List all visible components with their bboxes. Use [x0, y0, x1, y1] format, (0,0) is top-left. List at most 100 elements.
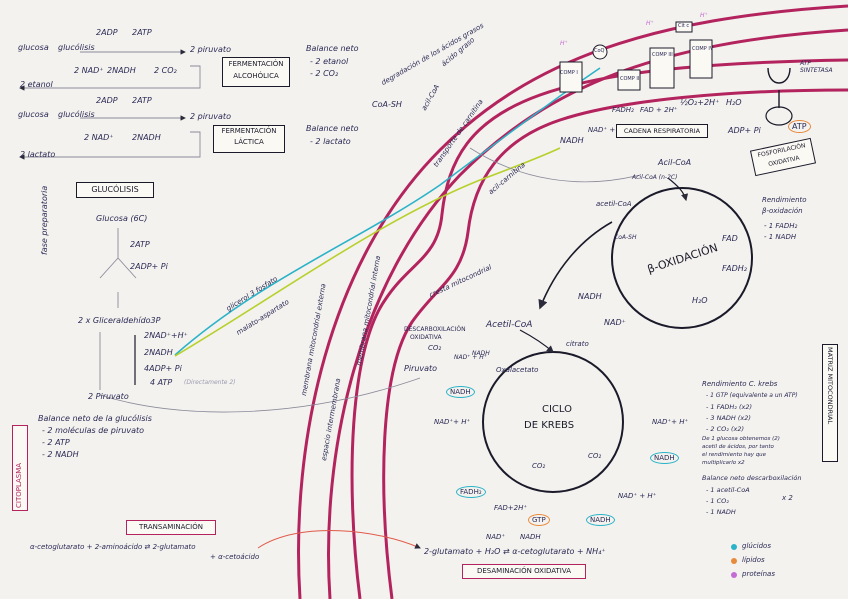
matrix-text: MATRIZ MITOCONDRIAL: [826, 347, 834, 425]
krebs-balance-2: - 1 CO₂: [706, 497, 729, 505]
glycolysis-g3p: 2 x Gliceraldehído3P: [78, 316, 161, 325]
krebs-yield-note-1: De 1 glucosa obtenemos (2): [702, 436, 780, 442]
beta-h2o: H₂O: [692, 296, 708, 305]
transamination-reaction-2: + α-cetoácido: [210, 553, 260, 561]
beta-fadh2: FADH₂: [722, 264, 747, 273]
beta-title: β-OXIDACIÓN: [645, 241, 720, 276]
intermembrane-label: espacio intermembrana: [320, 377, 343, 462]
glycolysis-adp: 2ADP+ Pi: [130, 262, 168, 271]
beta-to-acetyl-arrow: [538, 221, 613, 310]
ferm-lac-atp: 2ATP: [132, 96, 152, 105]
lipid-deg-label: degradación de los ácidos grasos: [380, 21, 486, 87]
krebs-balance-title: Balance neto descarboxilación: [702, 474, 802, 482]
ferm-alc-nadh: 2NADH: [107, 66, 136, 75]
krebs-co2: CO₂: [428, 344, 442, 352]
beta-acylcoa: Acil-CoA: [658, 158, 692, 167]
outer-membrane-label: membrana mitocondrial externa: [300, 283, 328, 397]
ferm-alc-return: [19, 65, 201, 91]
ferm-alc-adp: 2ADP: [96, 28, 118, 37]
beta-nadh: NADH: [578, 292, 602, 301]
beta-coa: CoA-SH: [614, 234, 637, 241]
krebs-gtp: GTP: [528, 514, 550, 526]
beta-yield-title-2: β-oxidación: [762, 207, 803, 215]
glycolysis-title-box: GLUCÓLISIS: [76, 182, 154, 198]
glycolysis-prep-phase: fase preparatoria: [40, 185, 49, 255]
inner-membrane-1: [350, 58, 848, 599]
complex-1-box: [559, 61, 583, 93]
carnitine-gray-line: [469, 147, 641, 183]
transamination-red-line: [257, 530, 421, 549]
ferm-alc-balance-2: - 2 CO₂: [310, 69, 339, 78]
glycolysis-atp: 2ATP: [130, 240, 150, 249]
atp-synthase-label: ATP SINTETASA: [800, 60, 833, 74]
etc-nad: NAD⁺ + H⁺: [588, 126, 627, 134]
beta-acylcoa2: Acil-CoA (n-2C): [632, 174, 678, 181]
krebs-oxaloacetate: Oxalacetato: [496, 366, 539, 374]
legend-dot-proteins: [731, 572, 737, 578]
ferm-alc-product: 2 piruvato: [190, 45, 231, 54]
ferm-lac-nad: 2 NAD⁺: [84, 133, 114, 142]
deamination-box: DESAMINACIÓN OXIDATIVA: [462, 564, 586, 579]
krebs-decarb-1: DESCARBOXILACIÓN: [404, 326, 466, 333]
ferm-alc-title-2: ALCOHÓLICA: [233, 72, 279, 80]
ferm-lac-balance-title: Balance neto: [306, 124, 359, 133]
atp-synthase-head: [765, 106, 793, 126]
legend-dot-glucids: [731, 544, 737, 550]
etc-adp: ADP+ Pi: [728, 126, 761, 135]
ferm-lac-nadh: 2NADH: [132, 133, 161, 142]
transport-label: transporte de carnitina: [432, 97, 485, 169]
krebs-decarb-2: OXIDATIVA: [410, 334, 442, 341]
etc-complexes: [559, 21, 713, 93]
comp2-label: COMP II: [620, 76, 640, 82]
etc-chain-title: CADENA RESPIRATORIA: [623, 127, 701, 135]
deamination-nad: NAD⁺: [486, 533, 506, 541]
etc-h-2: H⁺: [646, 20, 654, 27]
krebs-yield-note-4: multiplicarlo x2: [702, 460, 745, 466]
glycolysis-atp2-note: (Directamente 2): [184, 379, 236, 386]
ferm-lac-product: 2 piruvato: [190, 112, 231, 121]
glycolysis-atp2: 4 ATP: [150, 378, 173, 387]
glycolysis-balance-title: Balance neto de la glucólisis: [38, 414, 152, 423]
complex-4-box: [689, 39, 713, 79]
beta-fad: FAD: [722, 234, 738, 243]
ferm-alc-co2: 2 CO₂: [154, 66, 177, 75]
krebs-fadh2: FADH₂: [456, 486, 486, 498]
ferm-alc-title-box: FERMENTACIÓN ALCOHÓLICA: [222, 57, 290, 87]
legend-lipids: lípidos: [742, 556, 765, 564]
etc-atp: ATP: [788, 120, 811, 133]
deamination-reaction: 2-glutamato + H₂O ⇄ α-cetoglutarato + NH…: [424, 547, 606, 556]
krebs-nad-top: NAD⁺ + H⁺: [454, 354, 487, 361]
complex-3-box: [649, 47, 675, 89]
comp3-label: COMP III: [652, 52, 673, 58]
krebs-title-2: DE KREBS: [524, 420, 575, 431]
krebs-yield-3: - 3 NADH (x2): [706, 414, 751, 422]
krebs-title-1: CICLO: [542, 404, 572, 415]
beta-oxidation-circle: [611, 187, 753, 329]
etc-chain-box: CADENA RESPIRATORIA: [616, 124, 708, 138]
glycolysis-main-line: [99, 228, 137, 308]
etc-fadh2: FADH₂: [612, 106, 634, 114]
krebs-yield-title: Rendimiento C. krebs: [702, 380, 778, 388]
ferm-lac-glycolysis: glucólisis: [58, 110, 95, 119]
ferm-lac-return: [19, 131, 201, 160]
krebs-balance-x2: x 2: [782, 494, 793, 502]
krebs-yield-2: - 1 FADH₂ (x2): [706, 403, 753, 411]
krebs-nad-bottom: NAD⁺ + H⁺: [618, 492, 657, 500]
pyruvate-gray-line: [99, 377, 421, 413]
coq-label: CoQ: [594, 48, 605, 54]
etc-fad: FAD + 2H⁺: [640, 106, 678, 114]
inner-membrane-2: [382, 88, 848, 599]
glycolysis-nadh: 2NADH: [144, 348, 173, 357]
ferm-alc-glucose: glucosa: [18, 43, 49, 52]
etc-nadh: NADH: [560, 136, 584, 145]
glycolysis-adp2: 4ADP+ Pi: [144, 364, 182, 373]
etc-o2: ½O₂+2H⁺: [680, 98, 720, 107]
krebs-pyruvate: Piruvato: [404, 364, 438, 373]
etc-h2o: H₂O: [726, 98, 742, 107]
glycerol-shuttle-line: [174, 67, 601, 356]
krebs-nad-right: NAD⁺+ H⁺: [652, 418, 689, 426]
cytc-label: Cit c: [678, 23, 690, 29]
legend-proteins: proteínas: [742, 570, 775, 578]
ferm-alc-nad: 2 NAD⁺: [74, 66, 104, 75]
crest-label: cresta mitocondrial: [428, 263, 493, 300]
